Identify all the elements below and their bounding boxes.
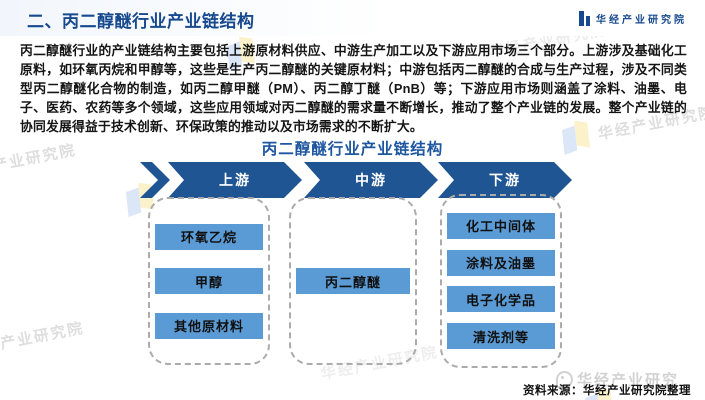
huajing-logo: 华经产业研究院 (579, 11, 687, 26)
chain-item: 环氧乙烷 (155, 223, 263, 250)
watermark-text: 华经产业研究院 (0, 319, 86, 360)
logo-bars-icon (579, 11, 590, 26)
logo-text: 华经产业研究院 (596, 15, 687, 26)
downstream-box: 化工中间体 涂料及油墨 电子化学品 清洗剂等 (440, 194, 562, 368)
page-title: 二、丙二醇醚行业产业链结构 (27, 12, 255, 31)
midstream-box: 丙二醇醚 (289, 197, 417, 365)
stage-label: 中游 (355, 172, 387, 188)
upstream-box: 环氧乙烷 甲醇 其他原材料 (148, 197, 270, 365)
chain-item: 丙二醇醚 (296, 268, 410, 294)
diagram-title: 丙二醇醚行业产业链结构 (261, 141, 444, 158)
chain-item: 电子化学品 (447, 286, 555, 313)
stage-banner-upstream: 上游 (168, 162, 302, 198)
source-note: 资料来源：华经产业研究院整理 (523, 385, 691, 397)
stage-label: 上游 (219, 172, 251, 188)
chain-item: 甲醇 (155, 268, 263, 294)
chain-item: 其他原材料 (155, 312, 263, 339)
chain-item: 涂料及油墨 (447, 249, 555, 276)
intro-paragraph: 丙二醇醚行业的产业链结构主要包括上游原材料供应、中游生产加工以及下游应用市场三个… (20, 43, 687, 134)
stage-banner-midstream: 中游 (304, 162, 438, 198)
stage-banner-downstream: 下游 (438, 162, 572, 198)
stage-label: 下游 (489, 172, 521, 188)
chain-item: 化工中间体 (447, 212, 555, 239)
lead-chevron-icon (140, 162, 170, 198)
chain-item: 清洗剂等 (447, 323, 555, 350)
